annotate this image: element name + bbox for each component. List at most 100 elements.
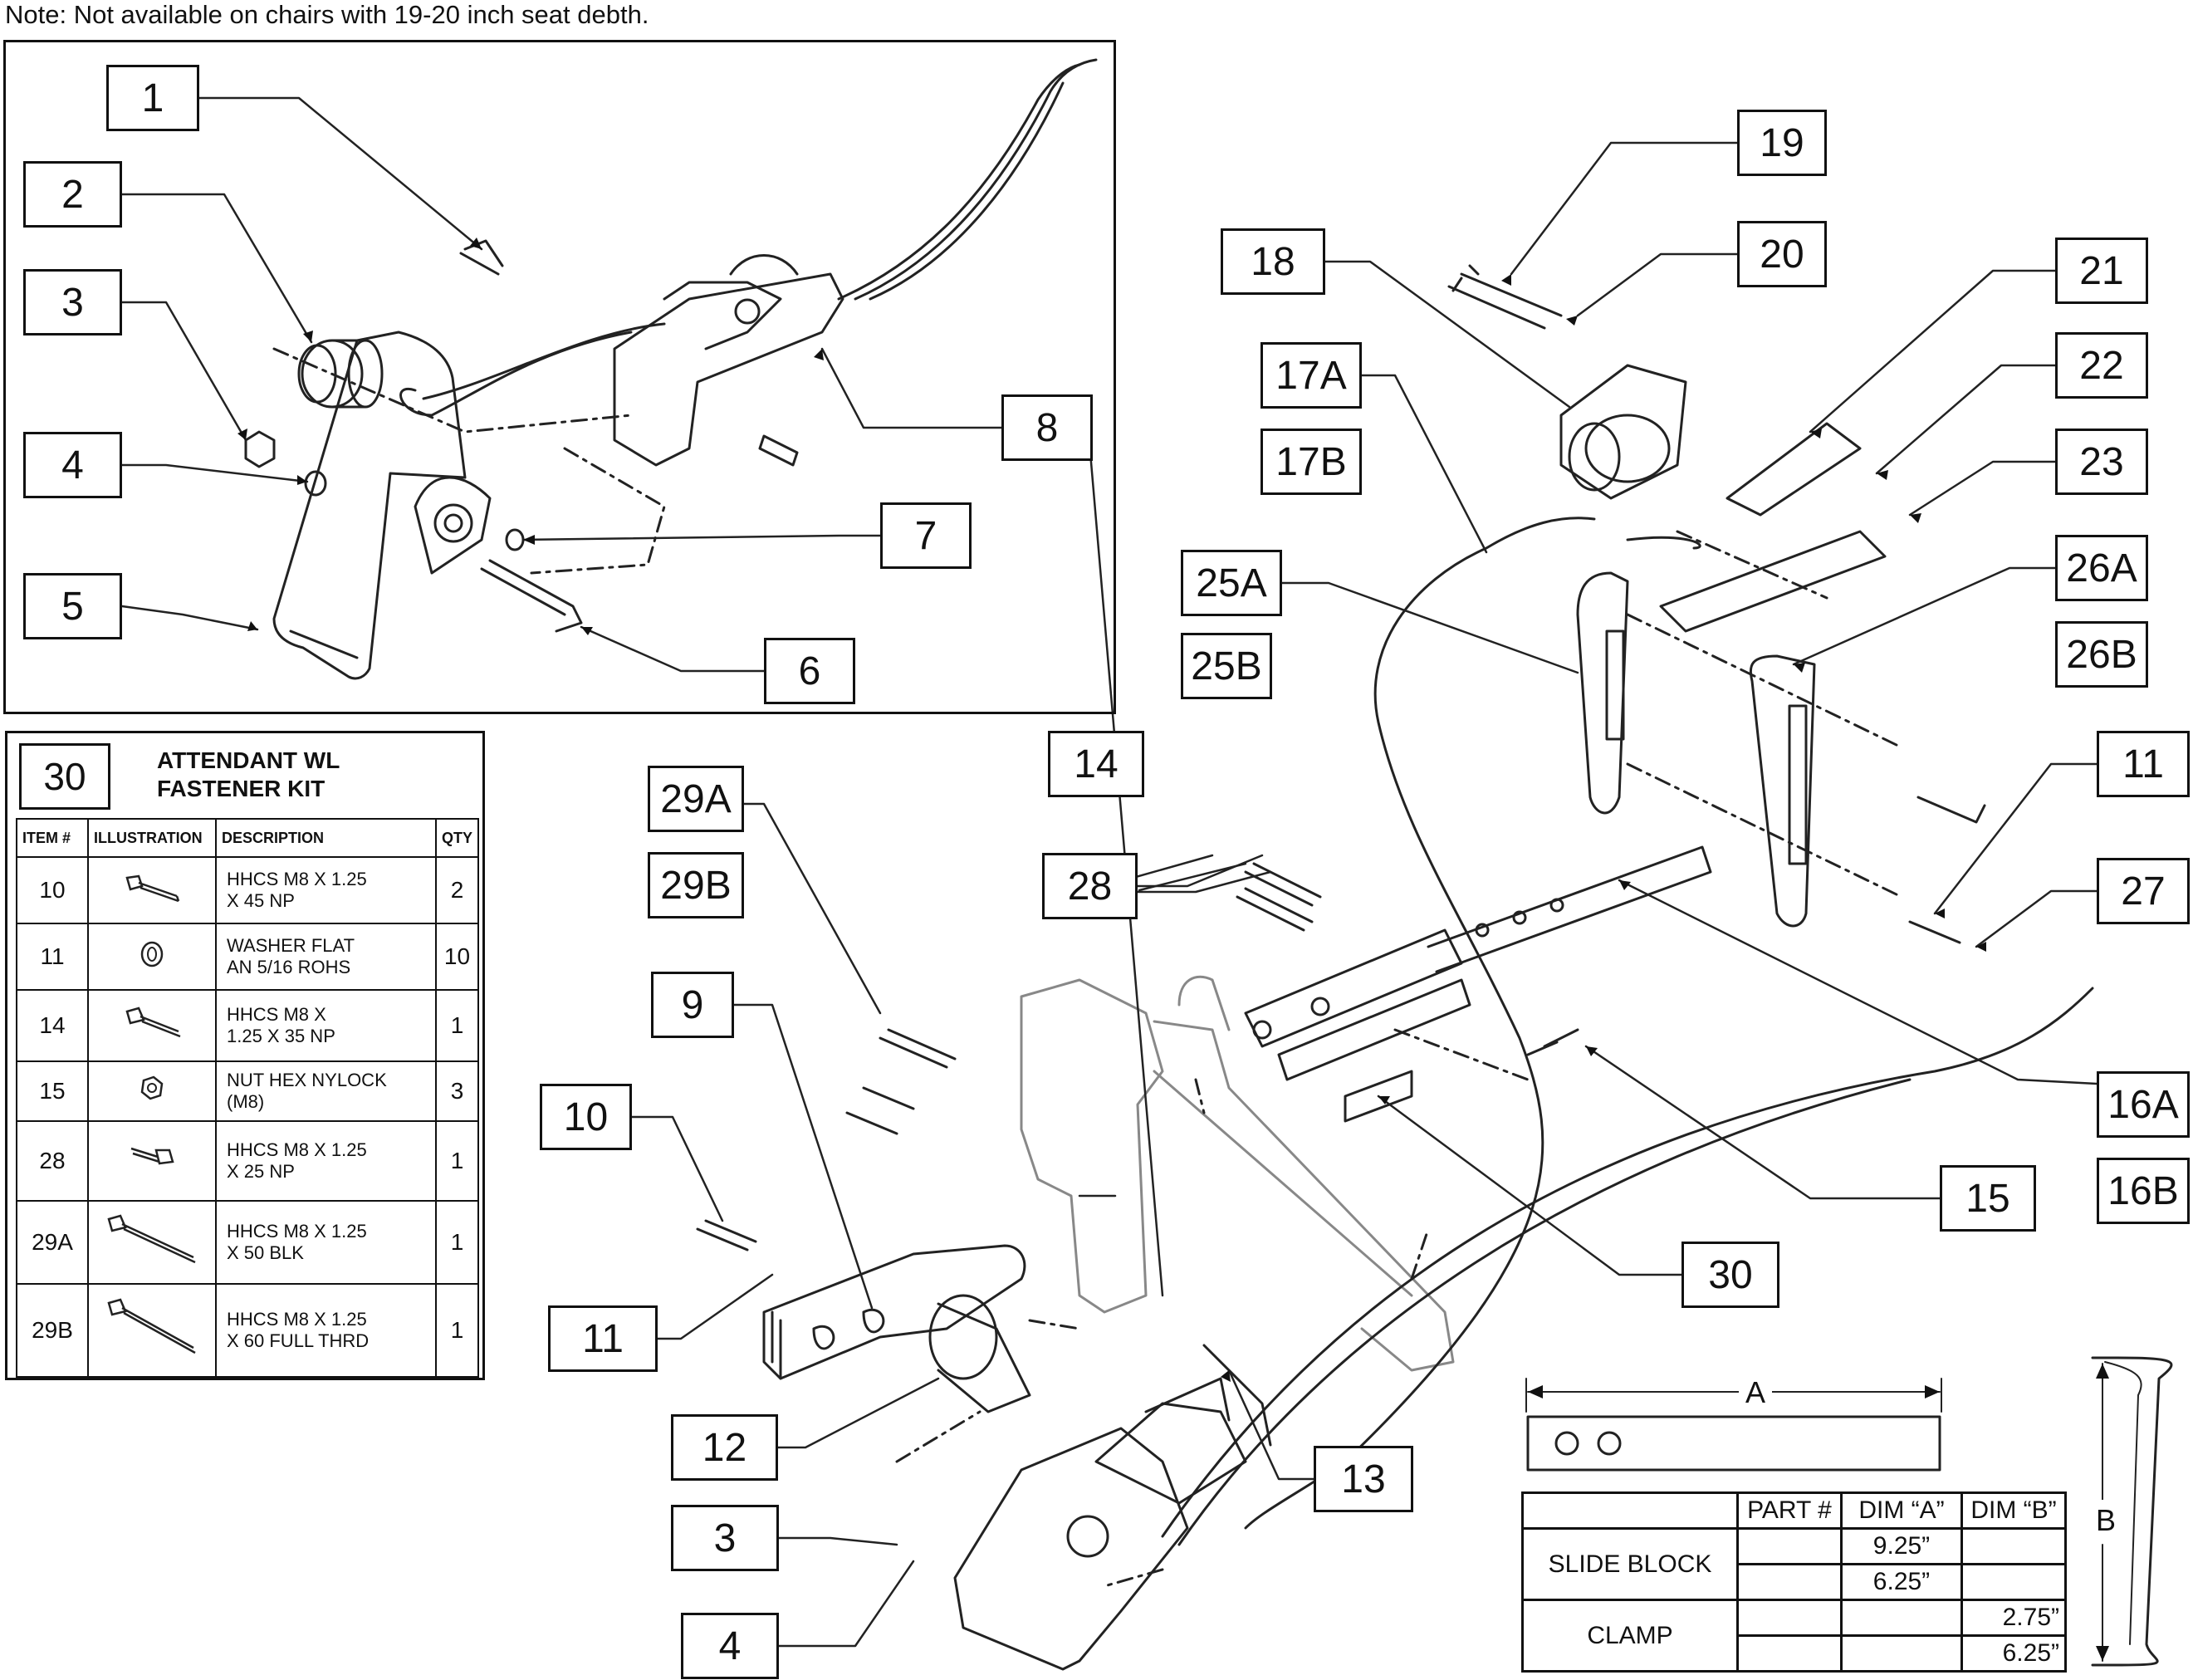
- fastener-kit-table: ITEM # ILLUSTRATION DESCRIPTION QTY 10 H…: [16, 818, 480, 1378]
- nut-icon: [140, 1075, 164, 1100]
- row-item: 29B: [16, 1283, 89, 1378]
- callout-26b[interactable]: 26B: [2055, 621, 2148, 688]
- row-item: 15: [16, 1060, 89, 1122]
- kit-title-line2: FASTENER KIT: [157, 776, 326, 801]
- callout-23[interactable]: 23: [2055, 429, 2148, 495]
- header-item: ITEM #: [16, 818, 89, 858]
- row-qty: 2: [434, 856, 480, 924]
- row-item: 14: [16, 989, 89, 1062]
- callout-12[interactable]: 12: [671, 1414, 778, 1481]
- slide-dim-a-2: 6.25”: [1840, 1563, 1963, 1601]
- callout-6[interactable]: 6: [764, 638, 855, 704]
- callout-1[interactable]: 1: [106, 65, 199, 131]
- slide-dim-a-1: 9.25”: [1840, 1527, 1963, 1565]
- row-item: 11: [16, 923, 89, 991]
- kit-title-line1: ATTENDANT WL: [157, 747, 340, 773]
- header-dim-a: DIM “A”: [1840, 1491, 1963, 1530]
- row-item: 10: [16, 856, 89, 924]
- row-qty: 10: [434, 923, 480, 991]
- row-description: NUT HEX NYLOCK(M8): [215, 1060, 437, 1122]
- dim-b-label: B: [2093, 1500, 2120, 1541]
- row-item: 29A: [16, 1200, 89, 1285]
- row-description: HHCS M8 X 1.25 X 25 NP: [215, 1120, 437, 1202]
- header-illustration: ILLUSTRATION: [87, 818, 217, 858]
- callout-2[interactable]: 2: [23, 161, 122, 228]
- bolt-icon: [107, 1214, 196, 1264]
- callout-11-right[interactable]: 11: [2097, 731, 2190, 797]
- callout-19[interactable]: 19: [1737, 110, 1827, 176]
- clamp-label: CLAMP: [1521, 1599, 1739, 1673]
- leader-arrowheads: [237, 238, 1986, 1382]
- clamp-dim-b-1: 2.75”: [1960, 1599, 2067, 1637]
- row-qty: 3: [434, 1060, 480, 1122]
- bolt-icon: [125, 874, 180, 903]
- callout-8[interactable]: 8: [1001, 394, 1093, 461]
- callout-5[interactable]: 5: [23, 573, 122, 639]
- bolt-icon: [125, 1007, 181, 1038]
- callout-13[interactable]: 13: [1314, 1446, 1413, 1512]
- table-row: 15 NUT HEX NYLOCK(M8) 3: [16, 1060, 480, 1122]
- callout-4[interactable]: 4: [23, 432, 122, 498]
- row-description: HHCS M8 X 1.25 X 45 NP: [215, 856, 437, 924]
- table-row: 10 HHCS M8 X 1.25 X 45 NP 2: [16, 856, 480, 924]
- header-dim-b: DIM “B”: [1960, 1491, 2067, 1530]
- callout-15[interactable]: 15: [1940, 1165, 2036, 1232]
- callout-27[interactable]: 27: [2097, 858, 2190, 924]
- main-assembly-art: [696, 264, 2094, 1671]
- table-row: PART # DIM “A” DIM “B”: [1521, 1491, 2067, 1530]
- table-row: 29A HHCS M8 X 1.25 X 50 BLK 1: [16, 1200, 480, 1285]
- callout-16b[interactable]: 16B: [2097, 1158, 2190, 1224]
- callout-20[interactable]: 20: [1737, 221, 1827, 287]
- callout-10[interactable]: 10: [540, 1084, 632, 1150]
- table-row: SLIDE BLOCK 9.25”: [1521, 1527, 2067, 1601]
- note-text: Note: Not available on chairs with 19-20…: [5, 0, 649, 29]
- bolt-icon: [130, 1147, 174, 1165]
- clamp-dim-b-2: 6.25”: [1960, 1634, 2067, 1673]
- callout-26a[interactable]: 26A: [2055, 535, 2148, 601]
- callout-4-lower[interactable]: 4: [681, 1613, 779, 1679]
- callout-25b[interactable]: 25B: [1181, 633, 1272, 699]
- callout-30[interactable]: 30: [1681, 1242, 1779, 1308]
- callout-3[interactable]: 3: [23, 269, 122, 336]
- callout-7[interactable]: 7: [880, 502, 972, 569]
- row-qty: 1: [434, 989, 480, 1062]
- detail-inset-frame: [3, 40, 1116, 714]
- callout-17a[interactable]: 17A: [1260, 342, 1362, 409]
- callout-29a[interactable]: 29A: [648, 766, 744, 832]
- callout-11-left[interactable]: 11: [548, 1305, 658, 1372]
- callout-14[interactable]: 14: [1048, 731, 1144, 797]
- kit-title: ATTENDANT WL FASTENER KIT: [157, 747, 340, 803]
- header-description: DESCRIPTION: [215, 818, 437, 858]
- leader-lines: [120, 96, 2098, 1648]
- fastener-kit-panel: 30 ATTENDANT WL FASTENER KIT ITEM # ILLU…: [5, 731, 485, 1380]
- callout-25a[interactable]: 25A: [1181, 550, 1282, 616]
- callout-17b[interactable]: 17B: [1260, 429, 1362, 495]
- callout-3-lower[interactable]: 3: [671, 1505, 779, 1571]
- row-qty: 1: [434, 1200, 480, 1285]
- table-row: CLAMP 2.75”: [1521, 1599, 2067, 1673]
- dimension-table: PART # DIM “A” DIM “B” SLIDE BLOCK 9.25”…: [1521, 1491, 2067, 1673]
- callout-16a[interactable]: 16A: [2097, 1071, 2190, 1138]
- dim-a-label: A: [1739, 1375, 1773, 1410]
- callout-9[interactable]: 9: [651, 972, 734, 1038]
- callout-22[interactable]: 22: [2055, 332, 2148, 399]
- row-qty: 1: [434, 1283, 480, 1378]
- callout-18[interactable]: 18: [1221, 228, 1325, 295]
- table-row: 28 HHCS M8 X 1.25 X 25 NP 1: [16, 1120, 480, 1202]
- row-description: HHCS M8 X 1.25 X 50 BLK: [215, 1200, 437, 1285]
- bolt-icon: [107, 1298, 196, 1354]
- kit-badge: 30: [19, 743, 110, 810]
- callout-29b[interactable]: 29B: [648, 852, 744, 918]
- washer-icon: [140, 941, 164, 967]
- table-row: 6.25”: [1523, 1563, 2067, 1601]
- callout-21[interactable]: 21: [2055, 238, 2148, 304]
- header-qty: QTY: [434, 818, 480, 858]
- callout-28[interactable]: 28: [1042, 853, 1138, 919]
- slide-block-label: SLIDE BLOCK: [1521, 1527, 1739, 1601]
